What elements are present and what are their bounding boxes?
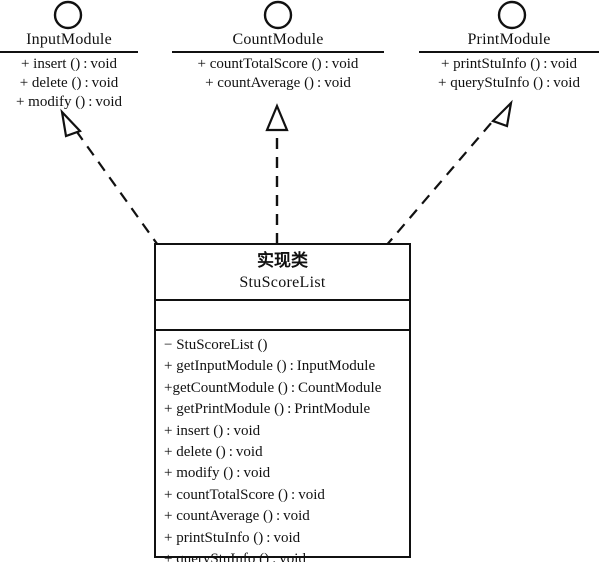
operation-item: + queryStuInfo () : void — [164, 551, 306, 562]
class-box-stu-score-list[interactable]: 实现类 StuScoreList − StuScoreList () + get… — [154, 243, 411, 562]
interface-circle-icon-print-module — [497, 0, 527, 30]
realization-line-print-module — [384, 121, 493, 248]
class-stereotype-label: 实现类 — [257, 251, 308, 271]
operation-item: + delete () : void — [19, 75, 119, 91]
operation-item: + countAverage () : void — [205, 75, 351, 91]
interface-operations-count-module: + countTotalScore () : void + countAvera… — [172, 55, 384, 93]
operation-item: + modify () : void — [15, 94, 123, 110]
operation-item: + insert () : void — [20, 56, 118, 72]
interface-count-module[interactable]: CountModule + countTotalScore () : void … — [172, 30, 384, 93]
operation-item: + countTotalScore () : void — [164, 486, 325, 503]
class-operations-compartment: − StuScoreList () + getInputModule () : … — [156, 331, 409, 562]
interface-operations-print-module: + printStuInfo () : void + queryStuInfo … — [419, 55, 599, 93]
interface-operations-input-module: + insert () : void + delete () : void + … — [0, 55, 138, 112]
interface-name-divider-print-module — [419, 51, 599, 53]
operation-item: + countAverage () : void — [164, 508, 310, 525]
operation-item: +getCountModule () : CountModule — [164, 379, 382, 396]
realization-edge-input-module — [60, 108, 161, 249]
operation-item: + modify () : void — [164, 465, 271, 482]
operation-item: + printStuInfo () : void — [164, 529, 301, 546]
operation-item: + printStuInfo () : void — [440, 56, 578, 72]
class-attributes-compartment — [156, 301, 409, 331]
interface-name-divider-count-module — [172, 51, 384, 53]
interface-name-count-module: CountModule — [232, 31, 324, 48]
operation-item: + insert () : void — [164, 422, 261, 439]
realization-edge-print-module — [384, 99, 513, 248]
class-name-label: StuScoreList — [239, 274, 326, 291]
operation-item: + countTotalScore () : void — [197, 56, 359, 72]
hollow-triangle-arrowhead-input-module — [60, 108, 82, 138]
interface-name-divider-input-module — [0, 51, 138, 53]
interface-input-module[interactable]: InputModule + insert () : void + delete … — [0, 30, 138, 112]
realization-edge-count-module — [265, 103, 289, 244]
class-header-compartment: 实现类 StuScoreList — [156, 245, 409, 301]
operation-item: + delete () : void — [164, 444, 263, 461]
operation-item: + queryStuInfo () : void — [438, 75, 580, 91]
operation-item: − StuScoreList () — [164, 337, 268, 353]
interface-name-input-module: InputModule — [26, 31, 112, 48]
operation-item: + getInputModule () : InputModule — [164, 358, 376, 375]
interface-circle-icon-count-module — [263, 0, 293, 30]
hollow-triangle-arrowhead-count-module — [265, 103, 289, 132]
operation-item: + getPrintModule () : PrintModule — [164, 401, 371, 418]
interface-print-module[interactable]: PrintModule + printStuInfo () : void + q… — [419, 30, 599, 93]
interface-circle-icon-input-module — [53, 0, 83, 30]
interface-name-print-module: PrintModule — [467, 31, 551, 48]
hollow-triangle-arrowhead-print-module — [490, 99, 513, 128]
realization-line-input-module — [76, 131, 161, 249]
